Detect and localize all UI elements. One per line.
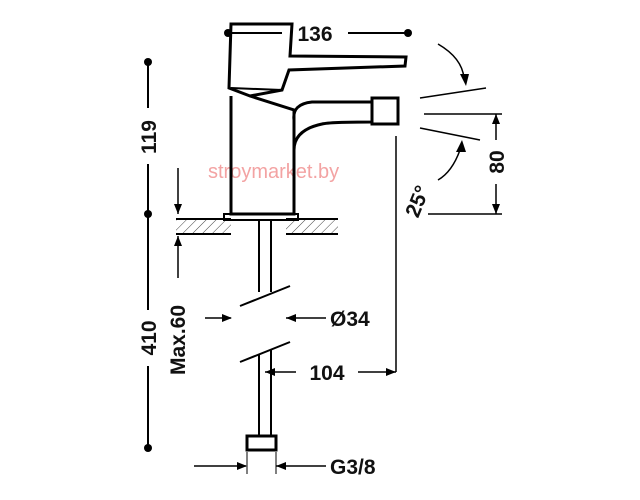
diameter-label: Ø34 bbox=[330, 308, 370, 331]
dimension-outlet-height: 80 bbox=[424, 113, 510, 215]
max-thickness-label: Max.60 bbox=[167, 305, 190, 375]
reach-label: 104 bbox=[309, 362, 344, 385]
dimension-reach: 104 bbox=[265, 136, 397, 385]
countertop bbox=[176, 218, 338, 235]
height-total-label: 410 bbox=[138, 320, 161, 355]
watermark-text: stroymarket.by bbox=[208, 161, 339, 183]
dimension-height-left: 119 410 bbox=[134, 58, 162, 452]
faucet-body bbox=[223, 22, 408, 452]
dimension-thread: G3/8 bbox=[194, 452, 376, 479]
dimension-diameter: Ø34 bbox=[205, 308, 370, 331]
width-top-label: 136 bbox=[297, 23, 332, 46]
dimension-angle: 25° bbox=[401, 43, 487, 221]
dim-end-dot bbox=[404, 29, 412, 37]
thread-label: G3/8 bbox=[330, 456, 376, 479]
height-upper-label: 119 bbox=[138, 120, 161, 154]
outlet-height-label: 80 bbox=[486, 150, 509, 173]
angle-label: 25° bbox=[401, 183, 434, 221]
dimension-max-thickness: Max.60 bbox=[167, 168, 190, 375]
